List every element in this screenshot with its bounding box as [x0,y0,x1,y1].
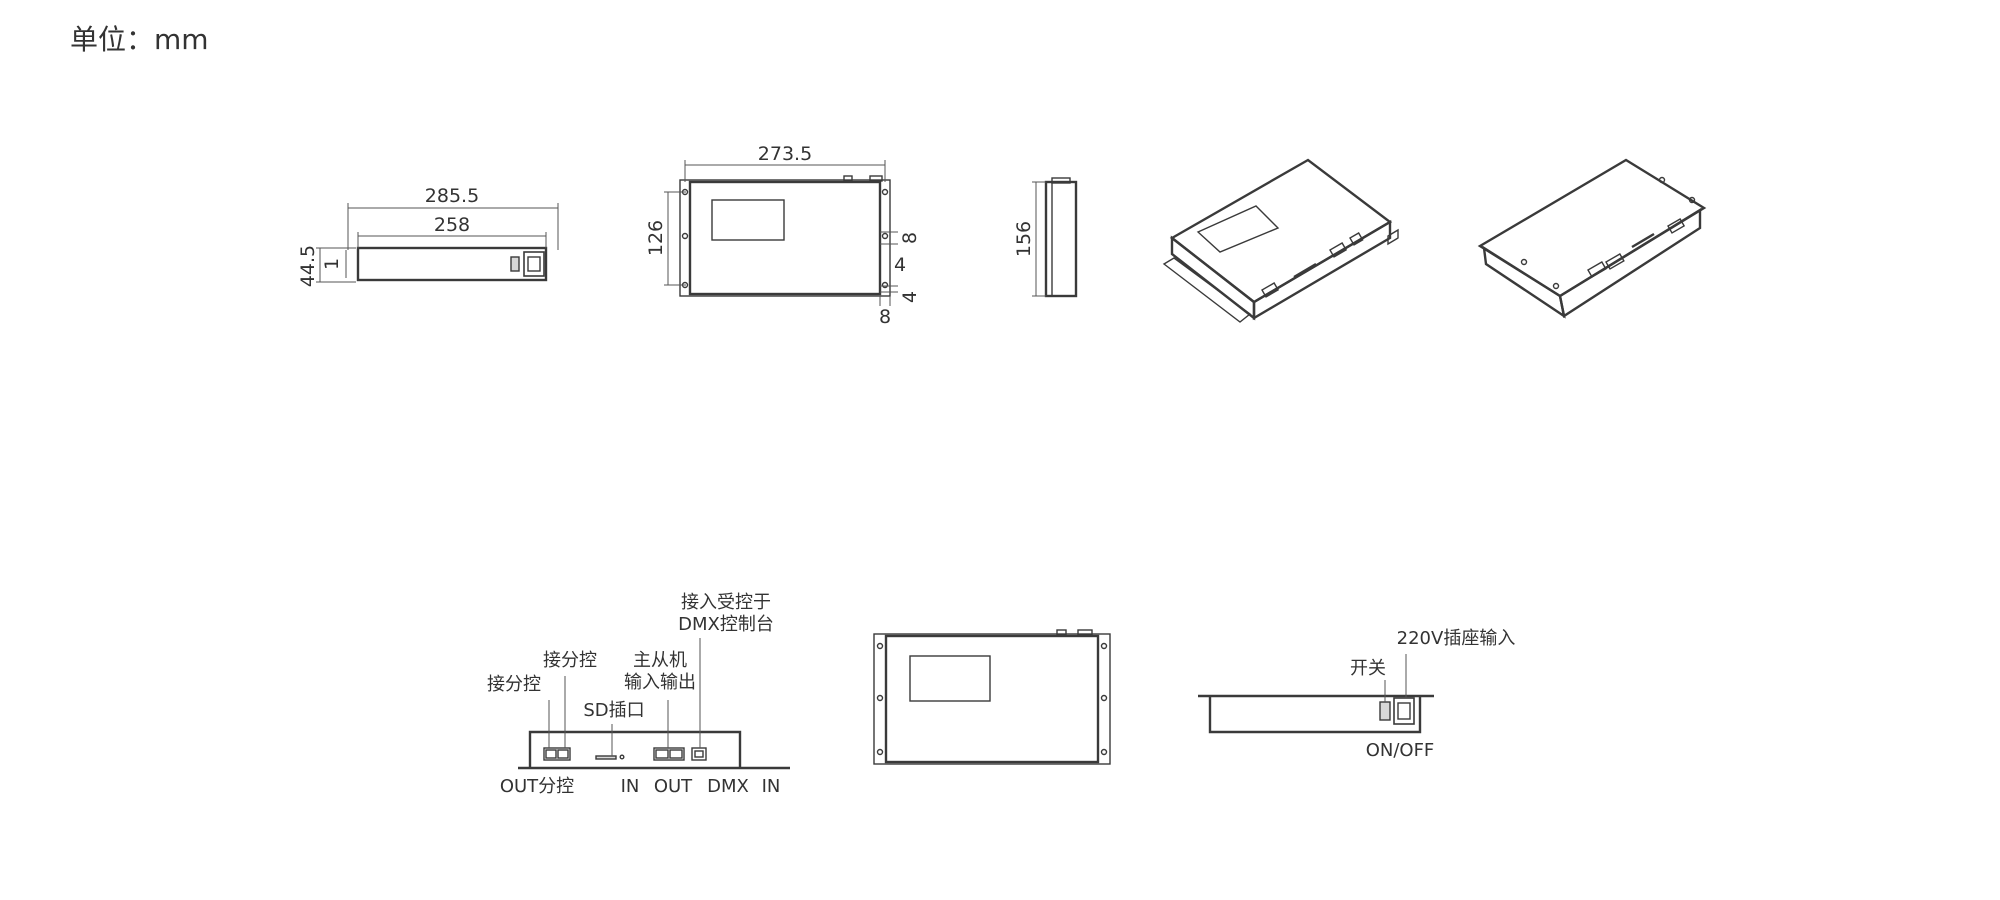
top-ears [679,179,891,297]
dim-height: 44.5 [297,245,319,287]
dim-ear-width: 8 [879,306,891,328]
iso1-front-face [1252,219,1392,321]
iso2-port-b [1605,253,1625,270]
dim-top-width: 273.5 [758,143,812,165]
front-rj45-left-a [545,749,557,759]
top2-body [884,634,1100,764]
front-dmx-port-inner [694,750,704,758]
front-rj45-right-a [655,749,669,759]
dim-top-depth: 126 [645,220,667,256]
iso1-port-c [1349,232,1364,246]
dim-ear-tab: 8 [899,232,921,244]
rear-power-socket-inner [1397,702,1411,720]
callout-master-slave-2: 输入输出 [624,672,696,693]
iso2-hole-b [1552,282,1560,290]
iso1-port-a [1261,282,1280,298]
end-view: 156 [1013,177,1078,298]
callout-sub-ctrl-a: 接分控 [487,674,541,695]
top-view-large [873,629,1111,765]
label-out: OUT [654,776,693,797]
isometric-view-front [1162,158,1399,323]
label-out-sub: OUT分控 [500,776,574,797]
side-power-socket [523,251,545,277]
callout-switch: 开关 [1350,658,1386,679]
unit-label: 单位：mm [70,23,209,56]
rear-switch [1379,701,1391,721]
top-body [688,180,882,296]
iso2-port-c [1667,218,1686,234]
iso2-hole-c [1658,176,1666,184]
side-body [356,246,548,282]
label-dmx: DMX [707,776,749,797]
iso2-port-a [1587,261,1607,278]
end-body [1044,180,1078,298]
rear-panel-body [1208,696,1422,734]
dim-hole-offset-a: 4 [894,254,906,276]
dim-foot-thickness: 1 [321,258,343,270]
iso1-sd-slot [1293,262,1317,279]
top2-hole-mr [1100,694,1108,702]
top-hole-mr [881,232,889,240]
iso1-ear-right [1387,228,1399,246]
callout-sd-slot: SD插口 [583,700,644,721]
top2-hole-tr [1100,642,1108,650]
front-sd-slot [595,755,617,760]
top2-connector-a [1056,629,1067,636]
label-in: IN [621,776,640,797]
iso2-hole-d [1688,196,1696,204]
isometric-view-back [1477,158,1707,319]
label-in2: IN [762,776,781,797]
dim-end-depth: 156 [1013,221,1035,257]
front-rj45-right [653,747,685,761]
iso1-ear-left [1162,257,1252,323]
callout-power-input: 220V插座输入 [1397,628,1516,649]
side-power-socket-inner [527,256,541,272]
top2-hole-tl [876,642,884,650]
iso1-port-b [1329,242,1348,258]
callout-dmx-1: 接入受控于 [681,592,771,613]
top2-hole-bl [876,748,884,756]
iso2-hole-a [1520,258,1528,266]
front-rj45-left [543,747,571,761]
dim-inner-length: 258 [434,214,470,236]
top2-connector-b [1077,629,1093,636]
dim-hole-offset-b: 4 [899,291,921,303]
iso1-display [1196,205,1280,253]
callout-dmx-2: DMX控制台 [678,614,774,635]
label-on-off: ON/OFF [1366,740,1435,761]
end-connector [1051,177,1071,184]
side-switch [510,256,520,272]
top2-hole-ml [876,694,884,702]
top-display-window [711,199,785,241]
top2-display-window [909,655,991,702]
top-connector-a [843,175,853,182]
front-panel-body [528,730,742,768]
top-connector-b [869,175,883,182]
top-hole-ml [681,232,689,240]
side-view: 285.5 258 44.5 1 [297,185,559,287]
iso1-left-face [1170,235,1256,321]
rear-power-socket [1393,697,1415,725]
front-panel-view: 接分控 接分控 SD插口 主从机 输入输出 接入受控于 DMX控制台 OUT分控… [487,592,790,797]
callout-sub-ctrl-b: 接分控 [543,650,597,671]
front-rj45-left-b [557,749,569,759]
rear-panel-view: 220V插座输入 开关 ON/OFF [1198,628,1515,761]
top-view: 273.5 126 8 4 4 8 [645,143,921,328]
top2-hole-br [1100,748,1108,756]
front-rj45-right-b [669,749,683,759]
front-sd-led [619,754,625,760]
callout-master-slave-1: 主从机 [633,650,687,671]
top-hole-tr [881,188,889,196]
top2-ears [873,633,1111,765]
dim-overall-length: 285.5 [425,185,479,207]
iso2-front-face [1558,207,1702,318]
front-dmx-port [691,747,707,761]
iso2-left-face [1482,245,1566,319]
iso2-slot [1631,232,1655,249]
top-hole-br [881,281,889,289]
